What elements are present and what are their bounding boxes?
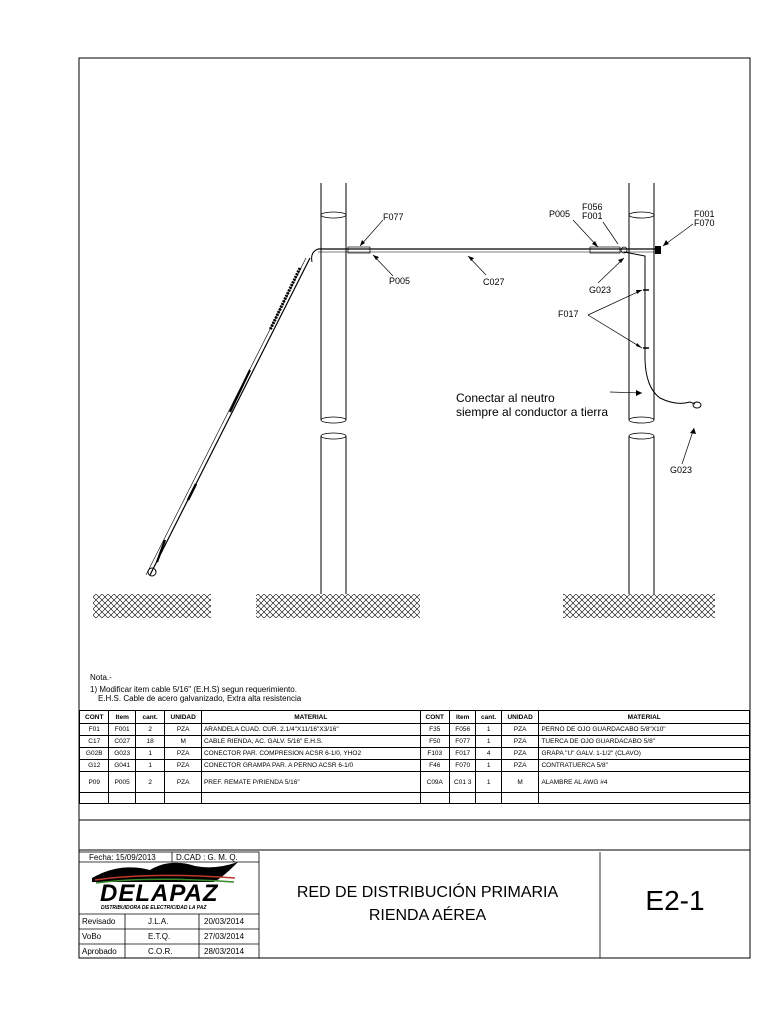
ground-center [256,594,420,618]
drawing-title-2: RIENDA AÉREA [368,907,487,924]
notes-line2: E.H.S. Cable de acero galvanizado, Extra… [98,694,302,703]
note-neutral-line2: siempre al conductor a tierra [456,405,609,419]
notes-line1: 1) Modificar item cable 5/16" (E.H.S) se… [90,685,297,694]
header-item: Item [108,710,136,724]
who-revisado: J.L.A. [148,917,169,926]
header-cant: cant. [134,710,166,724]
neutral-connector [623,251,702,409]
label-f077: F077 [383,212,404,222]
role-revisado: Revisado [82,917,116,926]
date-revisado: 20/03/2014 [204,917,245,926]
header-cont: CONT [78,710,110,724]
drawing-code: E2-1 [645,885,705,916]
label-f017: F017 [558,309,579,319]
table-row-empty [78,792,750,804]
materials-table: CONT Item cant. UNIDAD MATERIAL CONT Ite… [78,710,750,804]
label-g023-top: G023 [589,285,612,295]
delapaz-logo [92,862,238,884]
label-f056: F056 [582,202,603,212]
pole-left [320,183,347,594]
down-guy [145,257,311,577]
header-unidad-2: UNIDAD [500,710,540,724]
role-aprobado: Aprobado [82,947,117,956]
header-cant-2: cant. [475,710,502,724]
table-header-row: CONT Item cant. UNIDAD MATERIAL CONT Ite… [78,710,750,724]
label-f001-top: F001 [582,211,603,221]
title-block-frame [78,851,601,959]
ground-left [93,594,211,618]
who-vobo: E.T.Q. [148,932,171,941]
header-material: MATERIAL [200,710,421,724]
who-aprobado: C.O.R. [148,947,173,956]
label-f001-right: F001 [694,209,715,219]
header-item-2: Item [448,710,477,724]
logo-text: DELAPAZ [100,880,219,907]
drawing-title-1: RED DE DISTRIBUCIÓN PRIMARIA [296,884,559,901]
header-unidad: UNIDAD [164,710,202,724]
date-vobo: 27/03/2014 [204,932,245,941]
leader-lines [359,219,695,465]
notes-title: Nota.- [90,673,112,682]
header-material-2: MATERIAL [538,710,750,724]
note-neutral-line1: Conectar al neutro [456,391,555,405]
fecha: Fecha: 15/09/2013 [89,853,156,862]
header-cont-2: CONT [419,710,451,724]
role-vobo: VoBo [82,932,102,941]
arrow-heads [360,240,696,434]
date-aprobado: 28/03/2014 [204,947,245,956]
aerial-guy-cable [311,246,661,263]
pole-right [628,183,655,594]
dcad: D.CAD : G. M. Q. [176,853,238,862]
label-p005-left: P005 [389,276,411,286]
logo-subtitle: DISTRIBUIDORA DE ELECTRICIDAD LA PAZ [101,905,207,911]
ground-right [563,594,715,618]
label-c027: C027 [483,277,505,287]
label-g023-bottom: G023 [670,465,693,475]
label-f070: F070 [694,218,715,228]
label-p005-right: P005 [549,209,571,219]
